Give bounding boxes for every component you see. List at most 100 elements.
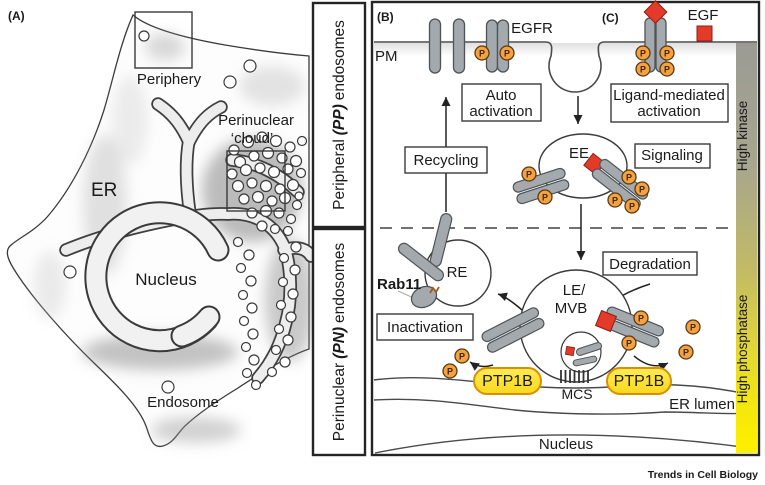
le-to-re-arrow <box>497 292 523 311</box>
egfr-dimer-autoactivated: P P <box>474 19 515 73</box>
svg-text:P: P <box>664 49 670 59</box>
panel-bc-pathway: High kinase High phosphatase <box>370 0 761 457</box>
ptp1b-right: PTP1B <box>606 367 672 395</box>
rab11-anchor <box>429 286 440 294</box>
nucleus-label-a: Nucleus <box>135 270 196 289</box>
ligand-activation-box <box>610 83 729 123</box>
auto-activation-label-2: activation <box>469 103 532 120</box>
panel-c-letter: (C) <box>602 11 619 25</box>
egf-ligand-square <box>696 25 713 42</box>
svg-text:P: P <box>638 314 644 324</box>
egfr-label: EGFR <box>511 20 553 37</box>
svg-text:P: P <box>459 352 465 362</box>
pm-label: PM <box>375 48 398 65</box>
high-kinase-label: High kinase <box>735 101 750 172</box>
svg-text:P: P <box>504 49 510 59</box>
free-phosphate <box>442 363 458 379</box>
egf-ligand-diamond <box>643 0 668 25</box>
phospho <box>634 181 650 197</box>
ptp1b-left: PTP1B <box>473 367 542 395</box>
signaling-box <box>634 143 711 169</box>
er-label: ER <box>91 180 117 201</box>
svg-text:P: P <box>626 173 632 183</box>
auto-activation-box <box>461 83 542 122</box>
free-phosphate <box>678 344 694 360</box>
degradation-box <box>602 251 698 276</box>
inactivation-label: Inactivation <box>387 319 463 336</box>
rab11-label: Rab11 <box>377 276 421 293</box>
periphery-inset-box <box>134 11 193 69</box>
auto-activation-label-1: Auto <box>486 87 517 104</box>
phospho-group: P P P P <box>635 45 675 77</box>
nucleus-arc <box>374 434 758 454</box>
endosome-label: Endosome <box>147 394 219 411</box>
er-membrane <box>373 377 758 415</box>
nucleus-label-bc: Nucleus <box>539 436 593 453</box>
phospho-group: P P <box>474 45 515 61</box>
egf-label: EGF <box>688 7 719 24</box>
recycling-label: Recycling <box>413 152 478 169</box>
signaling-label: Signaling <box>641 147 703 164</box>
svg-text:P: P <box>683 348 689 358</box>
phospho <box>621 169 637 185</box>
periphery-label: Periphery <box>137 71 202 88</box>
svg-text:P: P <box>526 170 532 180</box>
ee-label: EE <box>569 145 589 162</box>
sidebar-label-peripheral: Peripheral(PP)endosomes <box>331 20 348 210</box>
re-label: RE <box>447 264 468 281</box>
perinuclear-cloud-label-line1: Perinuclear <box>218 112 294 129</box>
phospho <box>624 198 640 214</box>
panel-b-letter: (B) <box>377 10 394 24</box>
dephospho-arrow-left <box>469 361 494 371</box>
ligand-activation-label-2: activation <box>637 103 700 120</box>
mcs-label: MCS <box>561 386 592 402</box>
cell-outline <box>6 13 310 448</box>
svg-text:PTP1B: PTP1B <box>482 373 533 390</box>
degradation-label: Degradation <box>609 256 691 273</box>
sidebar-label-perinuclear: Perinuclear(PN)endosomes <box>331 243 348 442</box>
phospho <box>521 166 537 182</box>
ilv-content <box>564 342 603 367</box>
label-boxes <box>376 83 729 341</box>
svg-text:P: P <box>542 193 548 203</box>
egfr-monomers-pm <box>428 18 466 74</box>
svg-text:P: P <box>626 339 632 349</box>
sidebar-box-perinuclear <box>311 227 367 457</box>
perinuclear-cloud-label-line2: ‘cloud’ <box>231 130 274 147</box>
dephospho-arrow-right <box>633 355 669 372</box>
plasma-membrane <box>374 41 757 93</box>
mcs-contact-site <box>560 370 589 383</box>
free-phosphate <box>454 348 470 364</box>
phospho <box>607 192 623 208</box>
re-receptor-2 <box>397 242 445 282</box>
svg-text:P: P <box>612 196 618 206</box>
svg-text:P: P <box>664 65 670 75</box>
phospho <box>537 189 553 205</box>
journal-credit: Trends in Cell Biology <box>648 469 758 481</box>
inactivation-box <box>376 313 474 341</box>
sidebar-box-peripheral <box>311 1 367 229</box>
svg-text:P: P <box>640 65 646 75</box>
le-mvb-label-2: MVB <box>555 300 588 317</box>
phospho <box>633 310 649 326</box>
nucleus-ring <box>84 201 230 353</box>
ligand-activation-label-1: Ligand-mediated <box>613 87 725 104</box>
svg-text:P: P <box>629 202 635 212</box>
perinuclear-inset-box <box>226 150 286 212</box>
panel-a-cell-overview: (A) Periphery Perinuclear ‘cloud’ ER Nuc… <box>6 9 318 448</box>
le-mvb-label-1: LE/ <box>563 282 586 299</box>
egf-on-le-receptor <box>594 309 618 333</box>
er-lumen-label: ER lumen <box>669 396 735 413</box>
egfr-dimer-ligand-bound: P P P P <box>635 0 675 77</box>
section-sidebar: Peripheral(PP)endosomes Perinuclear(PN)e… <box>311 1 367 457</box>
svg-text:P: P <box>640 49 646 59</box>
svg-text:P: P <box>479 49 485 59</box>
kinase-phosphatase-gradient-bar <box>736 43 757 453</box>
svg-text:PTP1B: PTP1B <box>614 373 665 390</box>
free-phosphate <box>685 319 701 335</box>
recycling-box <box>404 146 488 174</box>
phospho <box>621 335 637 351</box>
high-phosphatase-label: High phosphatase <box>735 295 750 404</box>
